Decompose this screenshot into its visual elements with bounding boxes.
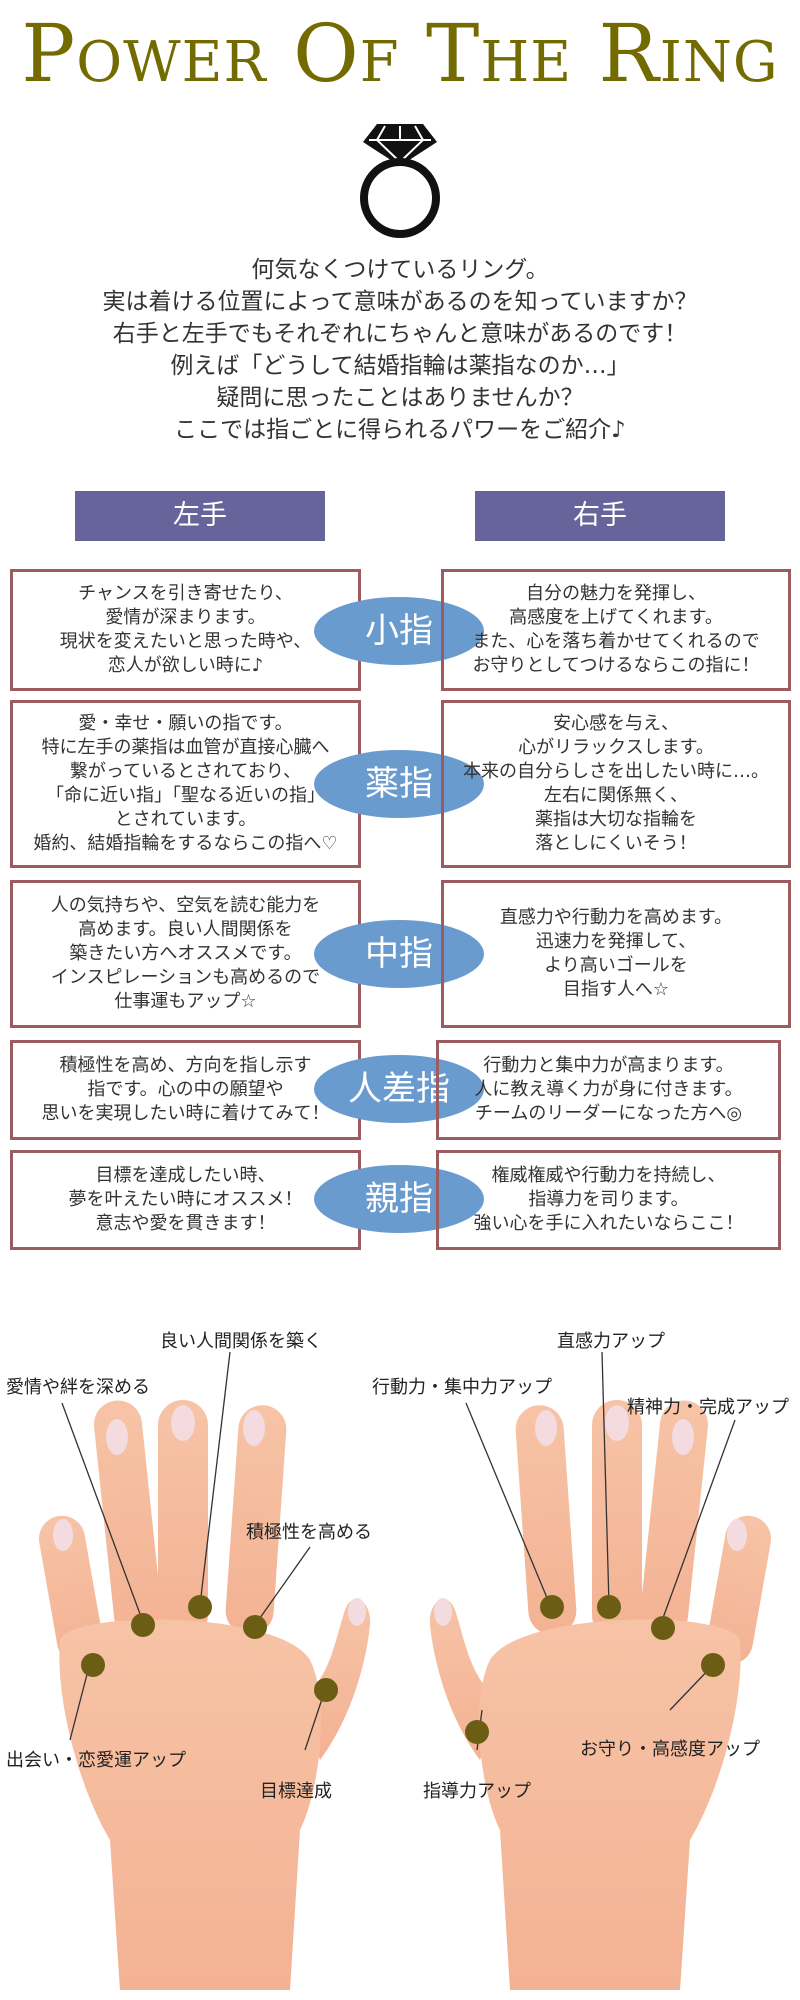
left-label-ring: 愛情や絆を深める	[6, 1377, 150, 1398]
left-hand-nails	[53, 1405, 366, 1626]
right-label-middle: 直感力アップ	[557, 1331, 665, 1352]
right-pinky-box: 自分の魅力を発揮し、 高感度を上げてくれます。 また、心を落ち着かせてくれるので…	[441, 569, 791, 691]
right-middle-box-bg	[441, 880, 791, 1028]
left-hand	[38, 1400, 371, 1990]
intro-line: 実は着ける位置によって意味があるのを知っていますか？	[102, 289, 698, 315]
intro-line: 例えば「どうして結婚指輪は薬指なのか…」	[170, 353, 630, 379]
right-hand-header: 右手	[475, 491, 725, 541]
left-index-box: 積極性を高め、方向を指し示す 指です。心の中の願望や 思いを実現したい時に着けて…	[10, 1040, 361, 1140]
diamond-ring-icon	[360, 124, 440, 238]
right-label-ring: 精神力・完成アップ	[627, 1397, 789, 1418]
hands-illustration	[38, 1351, 772, 1990]
left-label-pinky: 出会い・恋愛運アップ	[6, 1750, 186, 1771]
left-ring-box: 愛・幸せ・願いの指です。 特に左手の薬指は血管が直接心臓へ 繋がっているとされて…	[10, 700, 361, 868]
intro-text: 何気なくつけているリング。 実は着ける位置によって意味があるのを知っていますか？…	[0, 254, 800, 446]
right-hand-nails	[434, 1405, 747, 1626]
right-thumb-box: 権威権威や行動力を持続し、 指導力を司ります。 強い心を手に入れたいならここ！	[436, 1150, 781, 1250]
finger-label-ring: 薬指	[314, 750, 484, 818]
finger-label-index: 人差指	[314, 1055, 484, 1123]
page-title: Power Of The Ring	[21, 7, 779, 100]
right-label-index: 行動力・集中力アップ	[372, 1377, 552, 1398]
left-pinky-box: チャンスを引き寄せたり、 愛情が深まります。 現状を変えたいと思った時や、 恋人…	[10, 569, 361, 691]
right-ring-dots	[465, 1595, 725, 1744]
left-ring-dots	[81, 1595, 338, 1702]
left-label-thumb: 目標達成	[260, 1781, 332, 1802]
right-label-pinky: お守り・高感度アップ	[580, 1739, 760, 1760]
left-hand-header: 左手	[75, 491, 325, 541]
right-index-box: 行動力と集中力が高まります。 人に教え導く力が身に付きます。 チームのリーダーに…	[436, 1040, 781, 1140]
left-label-middle: 良い人間関係を築く	[160, 1331, 322, 1352]
intro-line: 何気なくつけているリング。	[251, 257, 549, 283]
finger-label-middle: 中指	[314, 920, 484, 988]
finger-label-thumb: 親指	[314, 1165, 484, 1233]
left-thumb-box: 目標を達成したい時、 夢を叶えたい時にオススメ！ 意志や愛を貫きます！	[10, 1150, 361, 1250]
right-hand	[429, 1400, 772, 1990]
right-middle-box: 直感力や行動力を高めます。 迅速力を発揮して、 より高いゴールを 目指す人へ☆	[441, 880, 791, 1028]
finger-label-pinky: 小指	[314, 597, 484, 665]
intro-line: 疑問に思ったことはありませんか？	[216, 385, 584, 411]
left-middle-box: 人の気持ちや、空気を読む能力を 高めます。良い人間関係を 築きたい方へオススメで…	[10, 880, 361, 1028]
left-label-index: 積極性を高める	[246, 1522, 372, 1543]
right-label-thumb: 指導力アップ	[423, 1781, 531, 1802]
right-ring-box: 安心感を与え、 心がリラックスします。 本来の自分らしさを出したい時に…。 左右…	[441, 700, 791, 868]
intro-line: 右手と左手でもそれぞれにちゃんと意味があるのです！	[112, 321, 688, 347]
intro-line: ここでは指ごとに得られるパワーをご紹介♪	[174, 417, 626, 443]
